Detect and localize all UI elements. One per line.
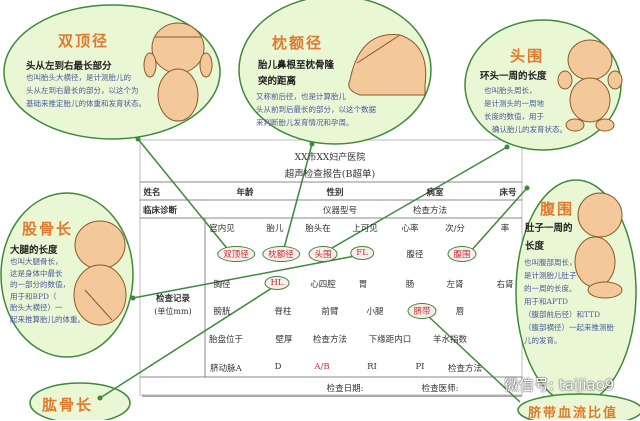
header-bed: 床号 — [499, 188, 517, 198]
exam-date-label: 检查日期: — [326, 384, 364, 394]
umb-title: 脐带血流比值 — [528, 406, 619, 421]
baby-bpd-illustration — [143, 22, 213, 122]
ofd-title: 枕额径 — [272, 34, 324, 52]
ac-subtitle: 肚子一周的长度 — [525, 223, 573, 252]
cell: 率 — [500, 224, 510, 234]
hc-description: 也叫胎头周长，是计测头的一周地长度的数值，用于确认胎儿的发育状态。 — [484, 86, 567, 134]
cell: 胃 — [358, 280, 368, 290]
cell: 脐动脉A — [210, 364, 242, 374]
exam-doctor-label: 检查医师: — [421, 384, 459, 394]
cell-hc-highlight: 头围 — [308, 246, 338, 262]
ofd-description: 又称前后径，也是计算胎儿头从前到后最长的部分，以这个数据来判断胎儿发育情况和孕周… — [256, 92, 376, 127]
ofd-subtitle: 胎儿鼻根至枕骨隆突的距离 — [258, 60, 335, 87]
cell: 左肾 — [446, 280, 464, 290]
header-name: 姓名 — [143, 188, 161, 198]
baby-hc-illustration — [557, 39, 623, 132]
fl-subtitle: 大腿的长度 — [10, 245, 58, 256]
cell: 次/分 — [445, 224, 465, 234]
cell: 检查方法 — [312, 335, 348, 345]
cell: 腹径 — [406, 250, 424, 260]
bpd-description: 也叫胎头大横径，是计测胎儿的头从左到右最长的部分，以这个为基础来推定胎儿的体重和… — [26, 73, 146, 108]
ac-description: 也叫腹部周长，是计测胎儿肚子的一周的长度。用于和APTD（腹部前后径）和TTD（… — [524, 258, 614, 345]
report-title: 超声检查报告(B超单) — [284, 169, 376, 180]
cell: 上可见 — [352, 224, 378, 234]
cell: 检查方法 — [447, 364, 483, 374]
ac-title: 腹围 — [540, 200, 575, 218]
cell: 右肾 — [496, 280, 514, 290]
cell: RI — [367, 362, 377, 372]
baby-fl-illustration — [73, 220, 127, 326]
cell: 心四腔 — [310, 280, 336, 290]
bpd-subtitle: 头从左到右最长部分 — [26, 61, 112, 72]
cell: 前臂 — [321, 307, 339, 317]
watermark: 微信号: taijiao9 — [504, 376, 615, 394]
connector-lines — [99, 138, 528, 403]
report-sheet — [139, 139, 523, 397]
cell: 脊柱 — [274, 307, 292, 317]
record-unit: (单位mm) — [154, 307, 192, 316]
cell: A/B — [314, 362, 330, 372]
fl-description: 也叫大腿骨长，这是身体中最长的一部分的数值，用于和BPD（胎头大横径）一起来推算… — [10, 257, 85, 324]
cell: 羊水指数 — [432, 335, 468, 345]
baby-ofd-illustration — [348, 34, 427, 96]
cell: 肠 — [405, 280, 415, 290]
cell-bpd-highlight: 双顶径 — [217, 246, 255, 262]
cell: 小腿 — [366, 307, 384, 317]
cell: 胎儿 — [266, 224, 284, 234]
header-ward: 病室 — [426, 188, 444, 198]
cell: 壁厚 — [275, 335, 293, 345]
cell: 下缘距内口 — [368, 335, 412, 345]
cell: D — [274, 362, 282, 372]
cell: 膀胱 — [213, 307, 231, 317]
header-age: 年龄 — [236, 188, 254, 198]
hc-subtitle: 环头一周的长度 — [480, 71, 547, 82]
cell: 胎头在 — [305, 224, 331, 234]
cell: 宫内见 — [209, 224, 235, 234]
cell: 胎盘位于 — [208, 335, 244, 345]
bubble-hl — [29, 382, 131, 420]
cell: PI — [415, 362, 425, 372]
hc-title: 头围 — [510, 47, 545, 65]
hl-title: 肱骨长 — [42, 396, 94, 414]
record-label: 检查记录 — [155, 294, 191, 304]
cell-ofd-highlight: 枕额径 — [262, 246, 300, 262]
cell-ac-highlight: 腹围 — [447, 246, 477, 262]
baby-ac-illustration — [574, 192, 623, 299]
bubble-umb — [517, 393, 640, 420]
cell-fl-highlight: FL — [350, 246, 374, 260]
header-sex: 性别 — [326, 188, 344, 198]
cell: 胸径 — [213, 280, 231, 290]
hospital-name: XX市XX妇产医院 — [294, 153, 366, 163]
clinical-diagnosis: 临床诊断 — [142, 206, 178, 216]
cell: 唇 — [455, 307, 465, 317]
exam-method: 检查方法 — [412, 206, 448, 216]
cell-hl-highlight: HL — [264, 276, 290, 290]
cell: 心率 — [401, 224, 419, 234]
instrument-model: 仪器型号 — [322, 206, 358, 216]
cell-umbilical-highlight: 脐带 — [407, 303, 437, 319]
fl-title: 股骨长 — [22, 220, 74, 238]
bpd-title: 双顶径 — [58, 32, 110, 50]
